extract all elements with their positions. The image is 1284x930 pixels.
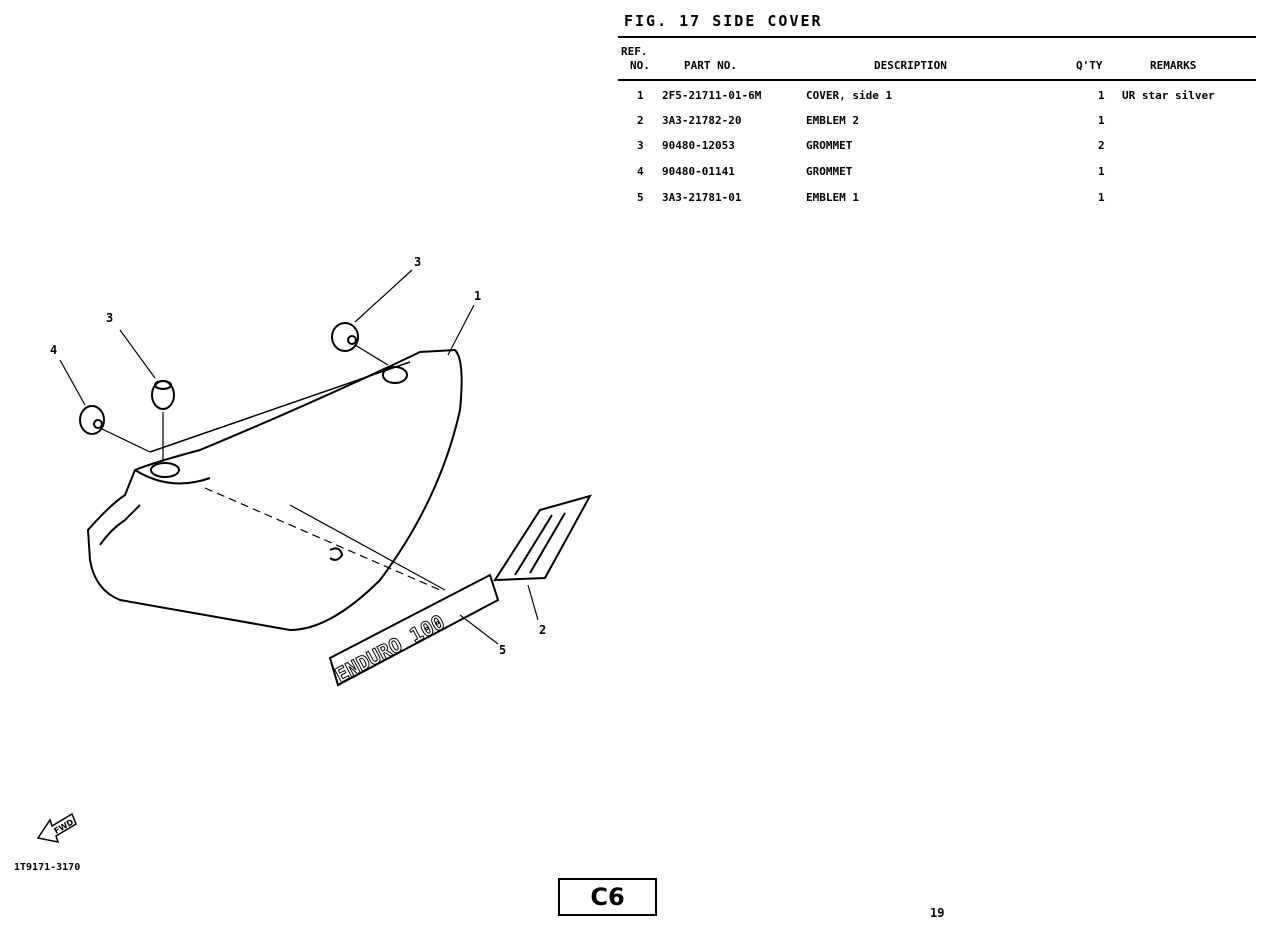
page-number: 19 (930, 906, 945, 920)
ref-no: 4 (637, 165, 644, 178)
ref-no: 3 (637, 139, 644, 152)
part-no: 90480-01141 (662, 165, 735, 178)
grommet-hole (150, 462, 180, 478)
header-part-no: PART NO. (684, 59, 737, 72)
part-no: 3A3-21781-01 (662, 191, 742, 204)
emblem-2 (493, 494, 593, 582)
description: COVER, side 1 (806, 89, 893, 102)
part-no: 3A3-21782-20 (662, 114, 742, 127)
divider (618, 79, 1256, 81)
ref-no: 2 (637, 114, 644, 127)
callout-3b: 3 (106, 311, 113, 325)
table-row: 1 2F5-21711-01-6M COVER, side 1 1 UR sta… (618, 89, 1258, 109)
drawing-code: 1T9171-3170 (14, 862, 80, 873)
grommet-3-upper (331, 322, 359, 352)
qty: 1 (1098, 89, 1105, 102)
grommet-4 (79, 405, 105, 435)
section-label: C6 (558, 878, 657, 916)
emblem-1 (328, 573, 500, 687)
remarks: UR star silver (1122, 89, 1215, 102)
description: EMBLEM 1 (806, 191, 859, 204)
header-ref-no: NO. (630, 59, 650, 72)
svg-text:FWD: FWD (53, 817, 76, 835)
header-qty: Q'TY (1076, 59, 1103, 72)
qty: 2 (1098, 139, 1105, 152)
table-row: 2 3A3-21782-20 EMBLEM 2 1 (618, 114, 1258, 134)
callout-1: 1 (474, 289, 481, 303)
part-no: 2F5-21711-01-6M (662, 89, 762, 102)
part-no: 90480-12053 (662, 139, 735, 152)
header-description: DESCRIPTION (874, 59, 947, 72)
qty: 1 (1098, 191, 1105, 204)
side-cover (86, 348, 463, 632)
description: EMBLEM 2 (806, 114, 859, 127)
table-row: 5 3A3-21781-01 EMBLEM 1 1 (618, 191, 1258, 211)
table-row: 3 90480-12053 GROMMET 2 (618, 139, 1258, 159)
qty: 1 (1098, 114, 1105, 127)
description: GROMMET (806, 165, 853, 178)
table-row: 4 90480-01141 GROMMET 1 (618, 165, 1258, 185)
callout-2: 2 (539, 623, 546, 637)
callout-3a: 3 (414, 255, 421, 269)
header-ref: REF. (621, 45, 648, 58)
fwd-arrow-icon: FWD (36, 812, 77, 843)
description: GROMMET (806, 139, 853, 152)
figure-title: FIG. 17 SIDE COVER (624, 12, 823, 30)
qty: 1 (1098, 165, 1105, 178)
ref-no: 1 (637, 89, 644, 102)
callout-4: 4 (50, 343, 57, 357)
divider (618, 36, 1256, 38)
ref-no: 5 (637, 191, 644, 204)
header-remarks: REMARKS (1150, 59, 1197, 72)
callout-5: 5 (499, 643, 506, 657)
